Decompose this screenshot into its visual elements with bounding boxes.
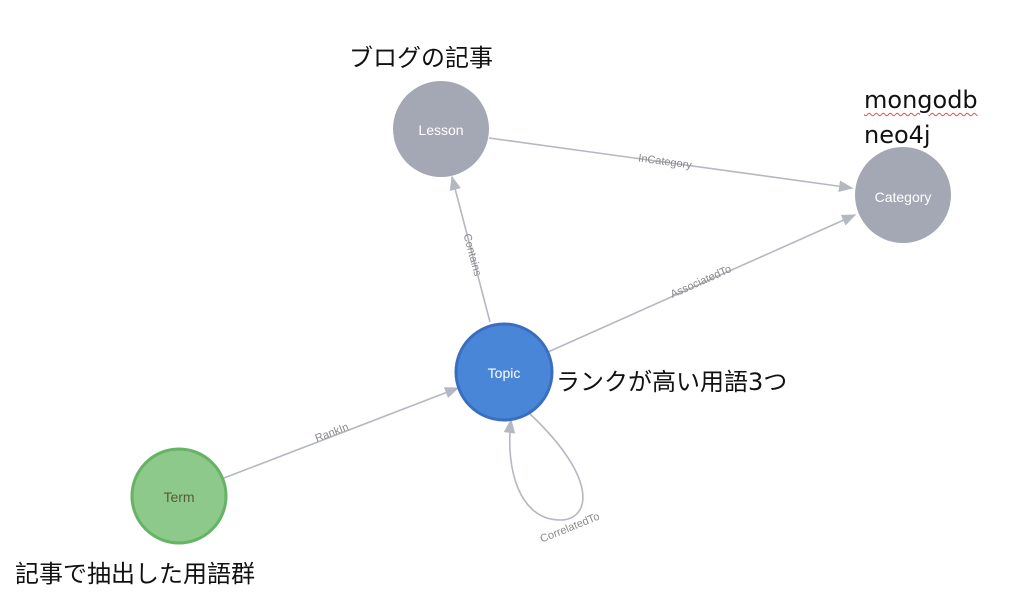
node-term[interactable]: Term xyxy=(130,447,228,545)
term-annotation: 記事で抽出した用語群 xyxy=(15,560,255,588)
node-lesson-label: Lesson xyxy=(418,122,463,138)
edge-label-in-category: InCategory xyxy=(638,152,693,171)
node-topic-label: Topic xyxy=(488,365,521,381)
node-term-circle[interactable] xyxy=(130,447,228,545)
edge-label-rank-in: RankIn xyxy=(314,421,351,445)
lesson-annotation: ブログの記事 xyxy=(349,44,493,72)
node-term-label: Term xyxy=(163,489,194,505)
edge-rank-in[interactable] xyxy=(223,387,460,479)
topic-annotation: ランクが高い用語3つ xyxy=(556,368,788,396)
category-annotation-mongodb: mongodb xyxy=(864,86,978,114)
edge-associated-to[interactable] xyxy=(547,214,857,353)
edge-correlated-to[interactable] xyxy=(503,413,584,521)
node-topic-circle[interactable] xyxy=(454,322,554,422)
edge-contains[interactable] xyxy=(449,175,491,323)
category-annotation-neo4j: neo4j xyxy=(864,121,931,149)
edge-label-correlated-to: CorrelatedTo xyxy=(539,511,602,546)
edge-label-associated-to: AssociatedTo xyxy=(669,263,734,301)
node-category-label: Category xyxy=(875,189,932,205)
node-topic[interactable]: Topic xyxy=(454,322,554,422)
node-lesson[interactable]: Lesson xyxy=(393,81,489,177)
node-lesson-circle[interactable] xyxy=(393,81,489,177)
node-category-circle[interactable] xyxy=(855,147,951,243)
edge-in-category[interactable] xyxy=(488,137,854,192)
edge-label-contains: Contains xyxy=(461,232,484,278)
node-category[interactable]: Category xyxy=(855,147,951,243)
